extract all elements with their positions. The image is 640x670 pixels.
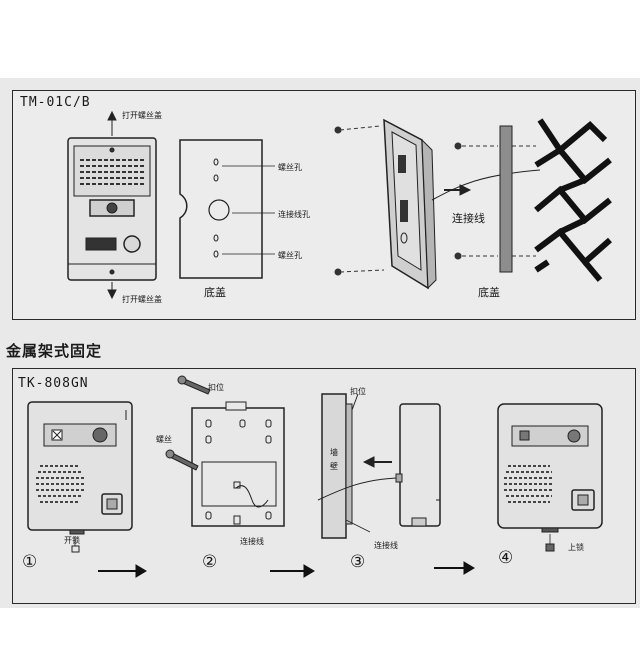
- connect-wire-line: [431, 169, 541, 201]
- label-wall: 墙 壁: [330, 448, 338, 471]
- label-clip-2: 扣位: [350, 387, 366, 396]
- label-screw: 螺丝: [156, 435, 172, 444]
- label-clip-1: 扣位: [208, 383, 224, 392]
- arrow-right-icon: [444, 184, 472, 196]
- arrow-down-icon: [107, 282, 117, 300]
- metal-bracket: [191, 401, 285, 527]
- tk808gn-mounted-unit: [497, 403, 603, 533]
- step-number-4: ④: [498, 548, 514, 568]
- step-number-1: ①: [22, 552, 38, 572]
- model-label-tk808gn: TK-808GN: [18, 376, 89, 391]
- screw-icon: [334, 125, 536, 276]
- step-arrow-icon: [270, 564, 315, 578]
- lock-closed-icon: [545, 534, 555, 552]
- label-lock: 上锁: [568, 543, 584, 552]
- label-connect-wire: 连接线: [452, 212, 485, 225]
- wall-side-view: [317, 393, 441, 539]
- tm01cb-side-view-unit: [383, 118, 437, 290]
- arrow-left-icon: [362, 456, 392, 468]
- tm01cb-front-unit: [67, 137, 157, 281]
- lock-open-icon: [71, 536, 80, 553]
- base-cover-side: [499, 125, 513, 273]
- tk808gn-front-unit: [27, 401, 133, 535]
- label-connect-wire-2: 连接线: [374, 541, 398, 550]
- step-number-2: ②: [202, 552, 218, 572]
- label-lock-open: 开锁: [64, 536, 80, 545]
- label-wire-hole: 连接线孔: [278, 210, 310, 219]
- label-connect-wire-1: 连接线: [240, 537, 264, 546]
- label-open-screw-cap-bottom: 打开螺丝盖: [122, 295, 162, 304]
- step-arrow-icon: [98, 564, 147, 578]
- step-arrow-icon: [434, 561, 475, 575]
- model-label-tm01cb: TM-01C/B: [20, 95, 91, 110]
- tk808gn-installation-panel: [12, 368, 636, 604]
- base-cover-plate: [179, 139, 275, 279]
- step-number-3: ③: [350, 552, 366, 572]
- label-open-screw-cap-top: 打开螺丝盖: [122, 111, 162, 120]
- screw-icon: [165, 375, 211, 471]
- label-screw-hole-1: 螺丝孔: [278, 163, 302, 172]
- arrow-up-icon: [107, 110, 117, 136]
- label-base-cover-2: 底盖: [478, 286, 500, 299]
- label-base-cover-1: 底盖: [204, 286, 226, 299]
- brick-wall: [534, 118, 612, 282]
- label-screw-hole-2: 螺丝孔: [278, 251, 302, 260]
- section-heading: 金属架式固定: [6, 342, 103, 360]
